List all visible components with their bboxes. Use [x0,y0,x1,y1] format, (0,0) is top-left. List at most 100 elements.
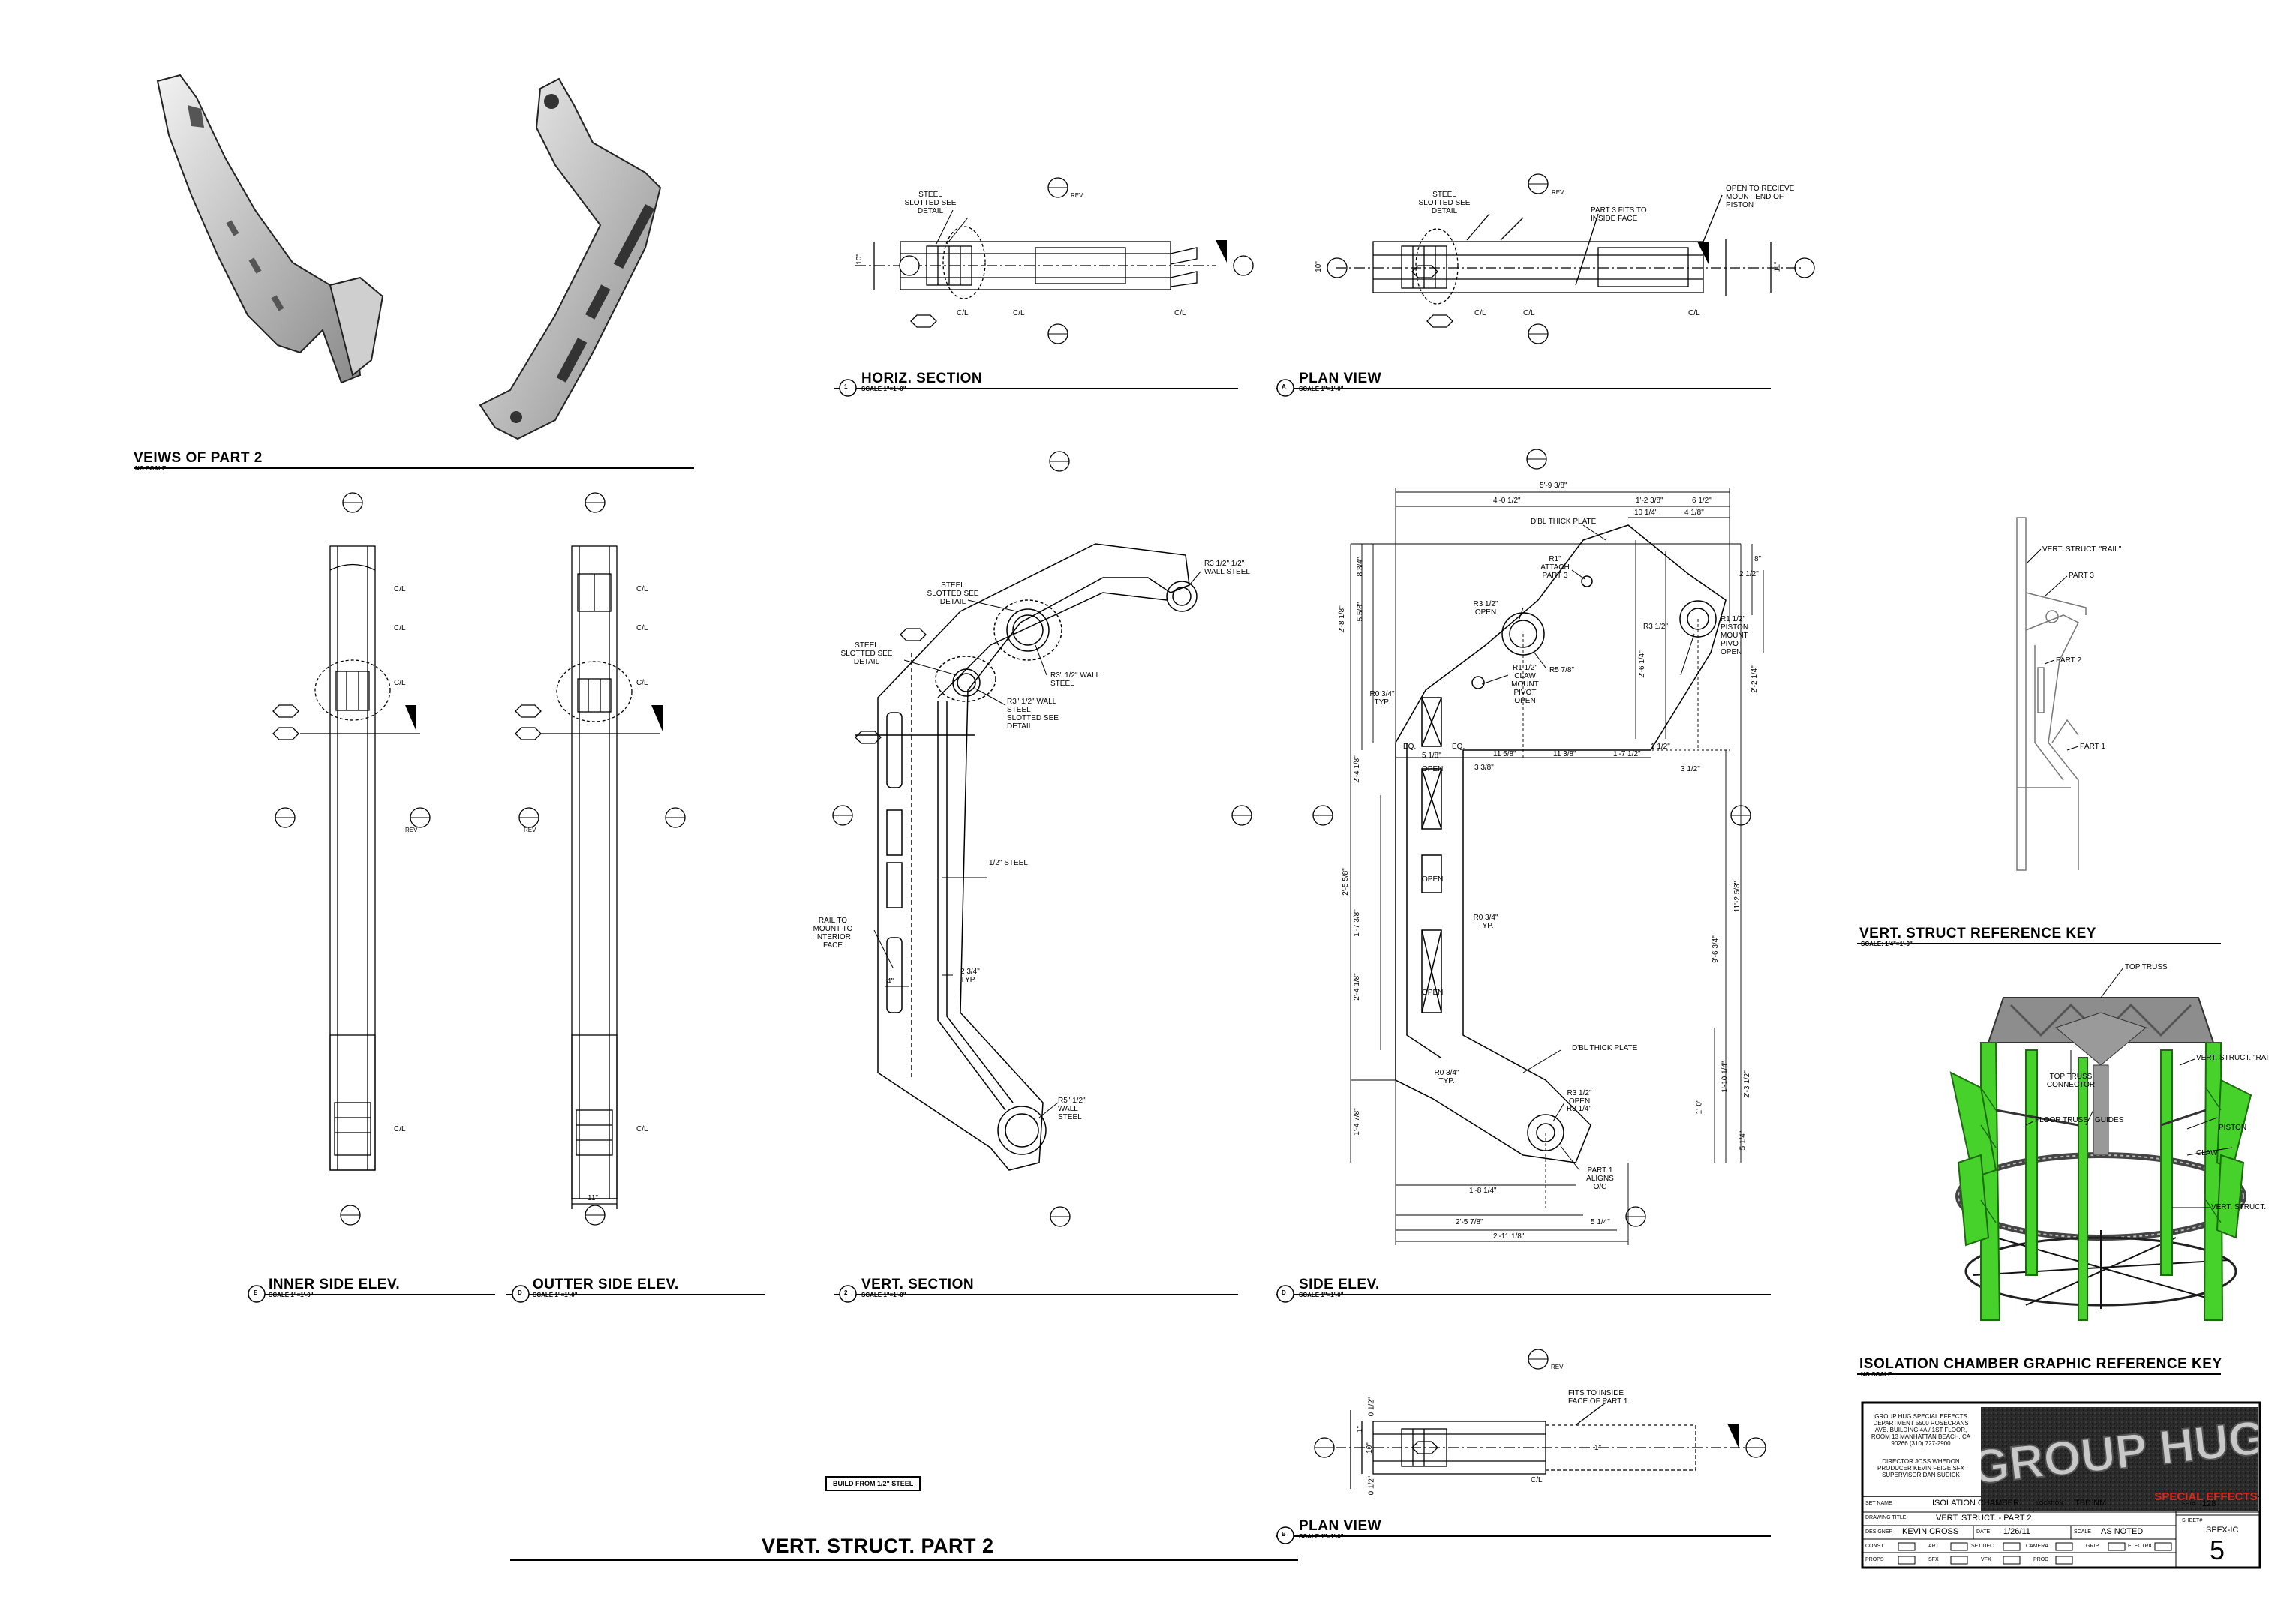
outter-cl-3: C/L [636,679,648,687]
build-note: BUILD FROM 1/2" STEEL [825,1476,921,1491]
dim-8-3-4: 8 3/4" [1356,557,1365,577]
inner-cl-2: C/L [394,624,406,632]
dim-10-1-4: 10 1/4" [1634,509,1658,517]
tb-dept-set-dec: SET DEC [1971,1544,1994,1549]
dim-2-8: 2'-8 1/8" [1337,605,1346,633]
planb-cl: C/L [1531,1476,1543,1484]
dim-2-4-b: 2'-4 1/8" [1352,973,1361,1001]
plan-view-a-marker: A [1282,383,1286,390]
side-r1-piston-note: R1 1/2" PISTON MOUNT PIVOT OPEN [1721,615,1749,656]
side-r0-typ-note-1: R0 3/4" TYP. [1369,690,1395,707]
dim-11-2-5: 11'-2 5/8" [1733,881,1742,913]
vert-typ-note: 2 3/4" TYP. [960,968,980,984]
section-symbols [272,173,1815,1458]
inner-side-elev-marker: E [254,1289,258,1296]
side-leaders [1481,524,1695,1171]
dim-11-3-8: 11 3/8" [1553,750,1576,758]
side-open-1: OPEN [1422,765,1444,773]
plan-view-a-title: PLAN VIEW [1299,371,1382,386]
dim-5-1-4-r: 5 1/4" [1739,1130,1748,1151]
tb-dept-sfx: SFX [1928,1557,1939,1562]
side-r5-note: R5 7/8" [1549,666,1575,674]
outter-side-elev-drawing [540,545,660,1209]
tb-set-no: 128 [2202,1499,2216,1508]
tb-credits: DIRECTOR JOSS WHEDON PRODUCER KEVIN FEIG… [1877,1458,1965,1478]
outter-dim-11: 11" [588,1194,598,1202]
dim-8: 8" [1754,555,1762,563]
tb-company: GROUP HUG SPECIAL EFFECTS DEPARTMENT 550… [1871,1413,1971,1447]
section-arrows [405,240,1739,1448]
dim-1-8-1-4: 1'-8 1/4" [1469,1187,1497,1195]
dim-1-0: 1'-0" [1695,1099,1704,1115]
dim-2-4: 2'-4 1/8" [1352,755,1361,783]
horiz-section-scale: SCALE 1"=1'-0" [861,386,906,392]
dim-1-2-3-8: 1'-2 3/8" [1636,497,1663,505]
inner-cl-4: C/L [394,1125,406,1133]
dim-2-3: 2'-3 1/2" [1742,1070,1751,1098]
vert-r5-note: R5" 1/2" WALL STEEL [1058,1097,1086,1121]
dim-overall-w: 5'-9 3/8" [1540,482,1567,490]
vert-section-title: VERT. SECTION [861,1277,975,1292]
title-underlines [134,388,2221,1561]
plan-rev: REV [1552,189,1564,196]
chamber-leaders [2025,967,2233,1208]
graphic-key-title: ISOLATION CHAMBER GRAPHIC REFERENCE KEY [1859,1356,2222,1372]
part2-render-left [156,74,384,384]
tb-dept-grip: GRIP [2086,1544,2099,1549]
tb-set-name: ISOLATION CHAMBER [1932,1499,2019,1508]
outter-side-elev-marker: D [518,1289,522,1296]
vert-r3-inner-note: R3" 1/2" WALL STEEL [1050,671,1100,688]
side-elev-marker: D [1282,1289,1286,1296]
dim-2-11-1-8: 2'-11 1/8" [1493,1232,1525,1241]
ref-key-title: VERT. STRUCT REFERENCE KEY [1859,926,2096,941]
chamber-piston: PISTON [2219,1124,2247,1132]
tb-dept-prod: PROD [2033,1557,2049,1562]
inner-cl-3: C/L [394,679,406,687]
side-open-3: OPEN [1422,989,1444,997]
dim-4-0: 4'-0 1/2" [1493,497,1521,505]
plan-view-a-scale: SCALE 1"=1'-0" [1299,386,1344,392]
planb-dim-half-2: 0 1/2" [1367,1475,1376,1496]
side-r3-open-note: R3 1/2" OPEN [1473,600,1498,617]
side-part1-aligns-note: PART 1 ALIGNS O/C [1586,1166,1614,1191]
view-markers [248,379,1294,1544]
tb-date: 1/26/11 [2003,1527,2030,1536]
horiz-cl-3: C/L [1174,309,1186,317]
plan-cl-2: C/L [1523,309,1535,317]
sheet-title: VERT. STRUCT. PART 2 [762,1535,994,1557]
tb-dept-electric: ELECTRIC [2128,1544,2154,1549]
chamber-vert-struct: VERT. STRUCT. [2211,1203,2267,1211]
side-elev-title: SIDE ELEV. [1299,1277,1380,1292]
vert-section-drawing [855,543,1198,1171]
plan-open-to-recieve-note: OPEN TO RECIEVE MOUNT END OF PISTON [1726,185,1795,209]
plan-view-a-drawing [1336,194,1801,305]
side-eq-2: EQ. [1452,743,1465,751]
part2-views-title: VEIWS OF PART 2 [134,450,263,466]
dim-11-5-8: 11 5/8" [1493,750,1516,758]
vert-r3-half-note: R3 1/2" 1/2" WALL STEEL [1204,560,1250,576]
planb-rev: REV [1551,1364,1564,1370]
tb-dept-vfx: VFX [1981,1557,1991,1562]
tb-designer-label: DESIGNER [1865,1529,1893,1535]
ref-rail-label: VERT. STRUCT. "RAIL" [2042,545,2122,554]
vert-section-scale: SCALE 1"=1'-0" [861,1292,906,1298]
vert-r3-slotted-note: R3" 1/2" WALL STEEL SLOTTED SEE DETAIL [1007,698,1059,731]
vert-leaders [873,571,1201,1118]
dim-3-3-8: 3 3/8" [1474,764,1494,772]
horiz-cl-2: C/L [1013,309,1025,317]
dim-1-10: 1'-10 1/4" [1721,1061,1730,1093]
tb-drawing-title: VERT. STRUCT. - PART 2 [1936,1514,2032,1523]
plan-cl-3: C/L [1688,309,1700,317]
horiz-steel-slotted-note: STEEL SLOTTED SEE DETAIL [904,191,957,215]
dim-9-6: 9'-6 3/4" [1711,935,1720,963]
planb-dim-half-1: 0 1/2" [1367,1397,1376,1417]
chamber-floor-truss: FLOOR TRUSS [2035,1116,2088,1124]
title-block-checkboxes [1898,1542,2172,1565]
dim-1-1-2: 1 1/2" [1651,743,1670,751]
outter-side-elev-title: OUTTER SIDE ELEV. [533,1277,679,1292]
ref-leaders [2027,548,2079,751]
group-hug-logo: GROUP HUG SPECIAL EFFECTS [1981,1407,2258,1511]
dim-6-1-2: 6 1/2" [1692,497,1712,505]
